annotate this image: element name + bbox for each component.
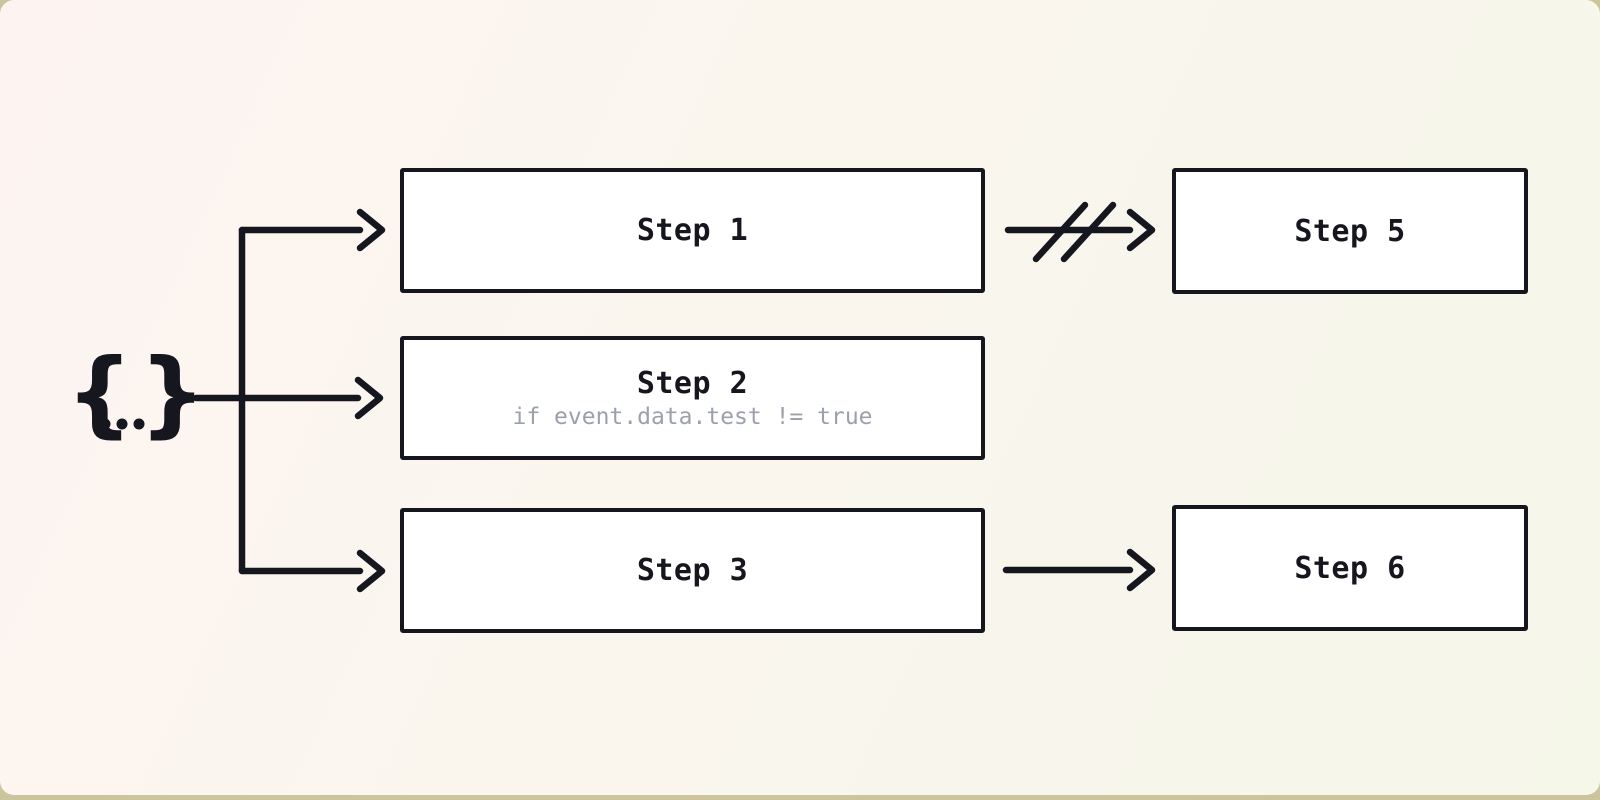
- node-step5[interactable]: Step 5: [1172, 168, 1528, 294]
- edge-event-step3: [238, 549, 386, 593]
- edge-cancel-slashes-icon: [1032, 201, 1117, 263]
- close-brace: }: [139, 339, 206, 448]
- edge-step1-step5: [1004, 208, 1156, 252]
- edge-event-step2: [354, 376, 384, 420]
- payload-dot: [116, 418, 128, 430]
- node-step3-label: Step 3: [636, 553, 749, 588]
- edge-step3-step6: [1002, 548, 1156, 592]
- node-step2-condition: if event.data.test != true: [512, 404, 873, 430]
- payload-dot: [133, 418, 145, 430]
- edge-event-trunk: [192, 226, 362, 575]
- node-step1-label: Step 1: [636, 213, 749, 248]
- node-step6-label: Step 6: [1294, 550, 1406, 586]
- node-step2-label: Step 2: [636, 366, 749, 401]
- open-brace: {: [66, 339, 133, 448]
- node-step1[interactable]: Step 1: [400, 168, 985, 293]
- node-step6[interactable]: Step 6: [1172, 505, 1528, 631]
- node-step3[interactable]: Step 3: [400, 508, 985, 633]
- edge-event-step1: [238, 208, 386, 252]
- event-payload-icon: { }: [66, 339, 206, 448]
- node-step2[interactable]: Step 2 if event.data.test != true: [400, 336, 985, 460]
- payload-dot: [99, 418, 111, 430]
- node-step5-label: Step 5: [1294, 213, 1406, 249]
